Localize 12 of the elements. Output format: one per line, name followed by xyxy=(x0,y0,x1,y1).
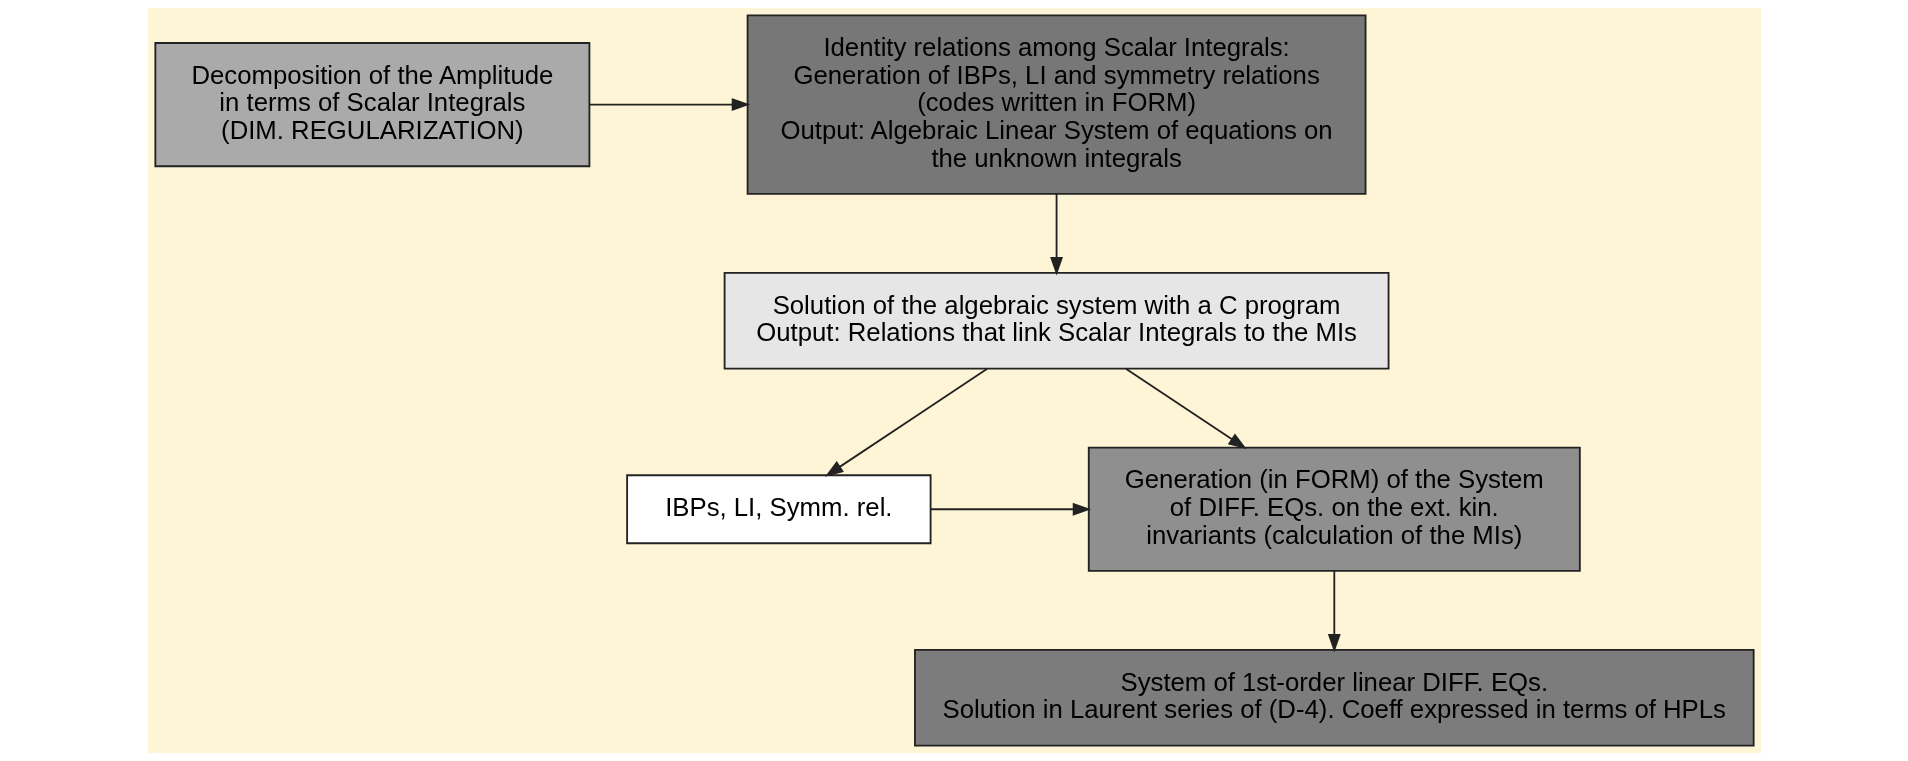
node-box: System of 1st-order linear DIFF. EQs. Solution in Laurent series of (D-4). Coeff expressed in terms of HPLs xyxy=(913,649,1755,747)
node-box: IBPs, LI, Symm. rel. xyxy=(625,474,931,545)
node-box: Decomposition of the Amplitude in terms of Scalar Integrals (DIM. REGULARIZATION) xyxy=(153,42,590,168)
arrow xyxy=(1327,570,1341,653)
arrow xyxy=(588,98,750,112)
arrow xyxy=(824,367,988,477)
node-box: Solution of the algebraic system with a C program Output: Relations that link Scalar Integrals to the MIs xyxy=(723,272,1389,370)
arrow xyxy=(1049,193,1063,276)
arrow xyxy=(1124,367,1247,450)
arrow xyxy=(929,502,1091,516)
node-box: Identity relations among Scalar Integrals: Generation of IBPs, LI and symmetry relations (codes written in FORM) Output: Algebraic Linear System of equations on the unknown integrals xyxy=(746,14,1366,195)
node-box: Generation (in FORM) of the System of DIFF. EQs. on the ext. kin. invariants (calculation of the MIs) xyxy=(1087,446,1581,572)
